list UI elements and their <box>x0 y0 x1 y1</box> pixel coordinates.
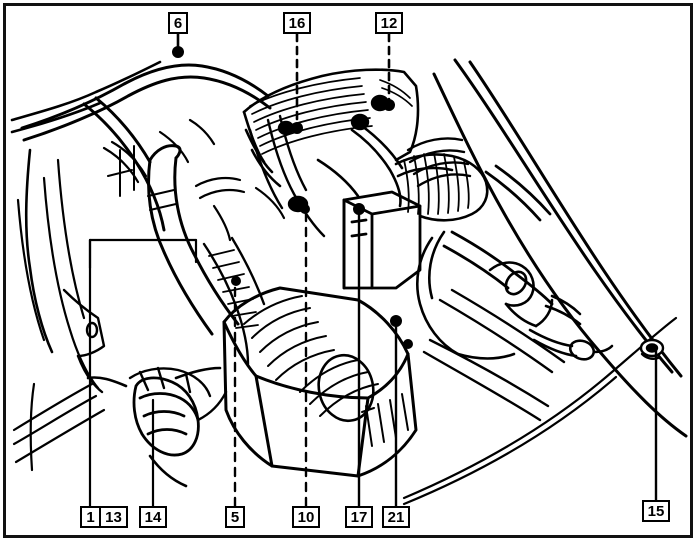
fuel-rail <box>442 164 554 306</box>
injector-assembly <box>488 261 582 328</box>
callout-12[interactable]: 12 <box>375 12 403 34</box>
canister-bracket <box>128 366 228 422</box>
relay-box <box>342 190 422 290</box>
callout-pair-1-13: 1 13 <box>80 506 128 528</box>
callout-17[interactable]: 17 <box>345 506 373 528</box>
right-hose-loop <box>416 230 516 360</box>
corrugated-hose-right <box>406 137 472 188</box>
callout-15[interactable]: 15 <box>642 500 670 522</box>
callout-10[interactable]: 10 <box>292 506 320 528</box>
diagram-border <box>3 3 693 538</box>
fender-outline <box>432 58 688 438</box>
detail-cluster-center <box>194 176 286 242</box>
callout-14[interactable]: 14 <box>139 506 167 528</box>
callout-1[interactable]: 1 <box>80 506 100 528</box>
air-filter-ribs <box>243 295 379 417</box>
chassis-rails <box>422 288 566 422</box>
firewall-panel <box>12 158 106 472</box>
engine-cover-hatching <box>249 77 413 155</box>
spark-plug-lead <box>528 328 614 361</box>
callout-21[interactable]: 21 <box>382 506 410 528</box>
callout-6[interactable]: 6 <box>168 12 188 34</box>
leader-terminator-dots <box>172 46 413 349</box>
leader-lines <box>88 32 658 508</box>
air-filter-cap <box>317 353 375 423</box>
vacuum-hoses <box>316 124 404 208</box>
wheel-arch-sweep <box>402 316 678 506</box>
detail-cluster-cowl <box>107 145 177 211</box>
callout-13[interactable]: 13 <box>100 506 128 528</box>
callout-16[interactable]: 16 <box>283 12 311 34</box>
callout-5[interactable]: 5 <box>225 506 245 528</box>
fuel-filter-canister <box>132 376 200 457</box>
cowl-panel <box>10 60 162 354</box>
detail-cluster-left <box>102 118 216 184</box>
